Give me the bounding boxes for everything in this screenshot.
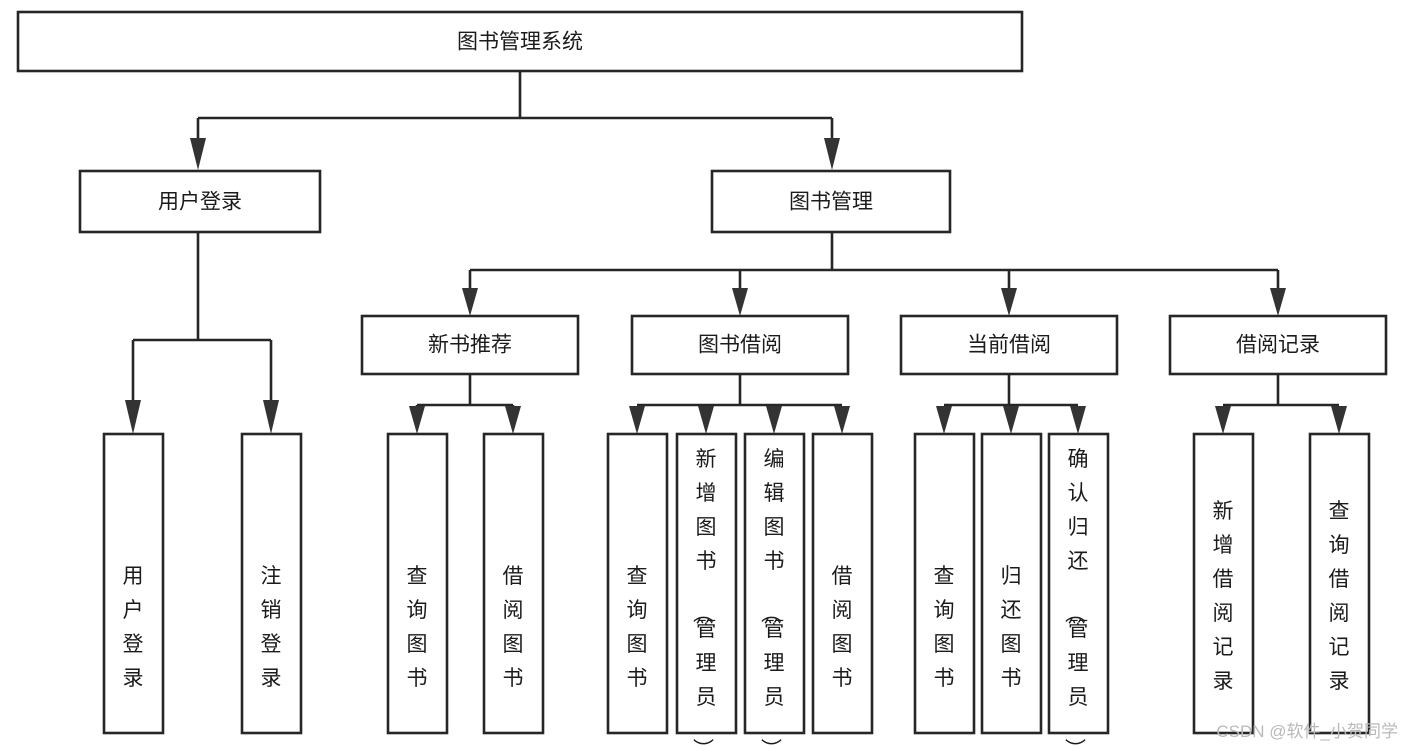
node-borrow-record[interactable]: 借阅记录 — [1168, 314, 1388, 376]
arrow-icon-leaf-add-book — [698, 406, 714, 434]
node-book-manage-label: 图书管理 — [789, 191, 873, 214]
node-leaf-borrow-book-1-box[interactable] — [482, 432, 545, 735]
connector-layer — [125, 71, 1347, 434]
node-current-borrow-label: 当前借阅 — [967, 334, 1051, 357]
arrow-icon-leaf-user-login — [125, 400, 141, 434]
node-borrow-record-box[interactable] — [1168, 314, 1388, 376]
arrow-icon-leaf-return-book — [1003, 406, 1019, 434]
node-leaf-query-book-3[interactable]: 查询图书 — [913, 432, 976, 735]
arrow-icon-new-book — [462, 288, 478, 316]
arrow-icon-book-borrow — [732, 288, 748, 316]
node-book-borrow-label: 图书借阅 — [698, 334, 782, 357]
arrow-icon-leaf-borrow-book-2 — [834, 406, 850, 434]
node-leaf-add-book-label: 新增图书（管理员） — [691, 448, 717, 747]
arrow-icon-user-login — [190, 138, 206, 170]
node-leaf-query-book-1-box[interactable] — [386, 432, 449, 735]
arrow-icon-leaf-query-book-1 — [409, 406, 425, 434]
node-book-manage[interactable]: 图书管理 — [710, 169, 952, 234]
arrow-icon-leaf-confirm-return — [1070, 406, 1086, 434]
arrow-icon-borrow-record — [1270, 288, 1286, 316]
node-leaf-logout-label: 注销登录 — [261, 565, 282, 690]
node-root[interactable]: 图书管理系统 — [16, 10, 1024, 73]
arrow-icon-leaf-query-book-2 — [629, 406, 645, 434]
node-current-borrow-box[interactable] — [899, 314, 1119, 376]
node-leaf-return-book-label: 归还图书 — [1001, 565, 1022, 690]
node-leaf-return-book[interactable]: 归还图书 — [980, 432, 1043, 735]
arrow-icon-leaf-query-record — [1331, 406, 1347, 434]
node-leaf-user-login[interactable]: 用户登录 — [102, 432, 165, 735]
arrow-icon-leaf-add-record — [1215, 406, 1231, 434]
arrow-icon-current-borrow — [1001, 288, 1017, 316]
node-user-login-label: 用户登录 — [158, 191, 242, 214]
node-leaf-query-record-label: 查询借阅记录 — [1329, 500, 1350, 693]
node-leaf-logout-box[interactable] — [240, 432, 303, 735]
node-book-manage-box[interactable] — [710, 169, 952, 234]
watermark: CSDN @软件_小贺同学 — [1216, 722, 1398, 741]
node-leaf-add-record-label: 新增借阅记录 — [1213, 500, 1234, 693]
node-leaf-user-login-label: 用户登录 — [123, 565, 144, 690]
node-new-book-recommend[interactable]: 新书推荐 — [360, 314, 580, 376]
node-leaf-edit-book-label: 编辑图书（管理员） — [759, 448, 785, 747]
arrow-icon-leaf-logout — [263, 400, 279, 434]
node-leaf-query-book-3-box[interactable] — [913, 432, 976, 735]
node-leaf-borrow-book-2-label: 借阅图书 — [832, 565, 853, 690]
node-leaf-edit-book[interactable]: 编辑图书（管理员） — [743, 432, 806, 747]
node-leaf-add-record-box[interactable] — [1192, 432, 1255, 735]
node-root-label: 图书管理系统 — [457, 31, 583, 54]
node-leaf-borrow-book-1[interactable]: 借阅图书 — [482, 432, 545, 735]
node-leaf-query-record[interactable]: 查询借阅记录 — [1308, 432, 1371, 735]
node-leaf-user-login-box[interactable] — [102, 432, 165, 735]
arrow-icon-book-manage — [824, 138, 840, 170]
node-leaf-add-book-box[interactable] — [675, 432, 738, 735]
node-new-book-recommend-box[interactable] — [360, 314, 580, 376]
node-leaf-add-record[interactable]: 新增借阅记录 — [1192, 432, 1255, 735]
node-leaf-logout[interactable]: 注销登录 — [240, 432, 303, 735]
arrow-icon-leaf-query-book-3 — [936, 406, 952, 434]
node-leaf-borrow-book-1-label: 借阅图书 — [503, 565, 524, 690]
node-current-borrow[interactable]: 当前借阅 — [899, 314, 1119, 376]
node-user-login[interactable]: 用户登录 — [78, 169, 322, 234]
node-new-book-recommend-label: 新书推荐 — [428, 334, 512, 357]
arrow-icon-leaf-borrow-book-1 — [505, 406, 521, 434]
node-leaf-confirm-return[interactable]: 确认归还（管理员） — [1047, 432, 1110, 747]
node-book-borrow-box[interactable] — [630, 314, 850, 376]
node-leaf-query-book-1-label: 查询图书 — [407, 565, 428, 690]
node-leaf-query-record-box[interactable] — [1308, 432, 1371, 735]
node-leaf-borrow-book-2[interactable]: 借阅图书 — [811, 432, 874, 735]
node-user-login-box[interactable] — [78, 169, 322, 234]
arrow-icon-leaf-edit-book — [766, 406, 782, 434]
node-leaf-add-book[interactable]: 新增图书（管理员） — [675, 432, 738, 747]
node-leaf-confirm-return-label: 确认归还（管理员） — [1063, 448, 1089, 747]
node-leaf-query-book-2-box[interactable] — [606, 432, 669, 735]
node-leaf-borrow-book-2-box[interactable] — [811, 432, 874, 735]
node-leaf-query-book-1[interactable]: 查询图书 — [386, 432, 449, 735]
node-leaf-query-book-2-label: 查询图书 — [627, 565, 648, 690]
node-borrow-record-label: 借阅记录 — [1236, 334, 1320, 357]
node-leaf-edit-book-box[interactable] — [743, 432, 806, 735]
node-leaf-confirm-return-box[interactable] — [1047, 432, 1110, 735]
node-root-box[interactable] — [16, 10, 1024, 73]
node-book-borrow[interactable]: 图书借阅 — [630, 314, 850, 376]
node-leaf-query-book-2[interactable]: 查询图书 — [606, 432, 669, 735]
node-leaf-query-book-3-label: 查询图书 — [934, 565, 955, 690]
node-leaf-return-book-box[interactable] — [980, 432, 1043, 735]
